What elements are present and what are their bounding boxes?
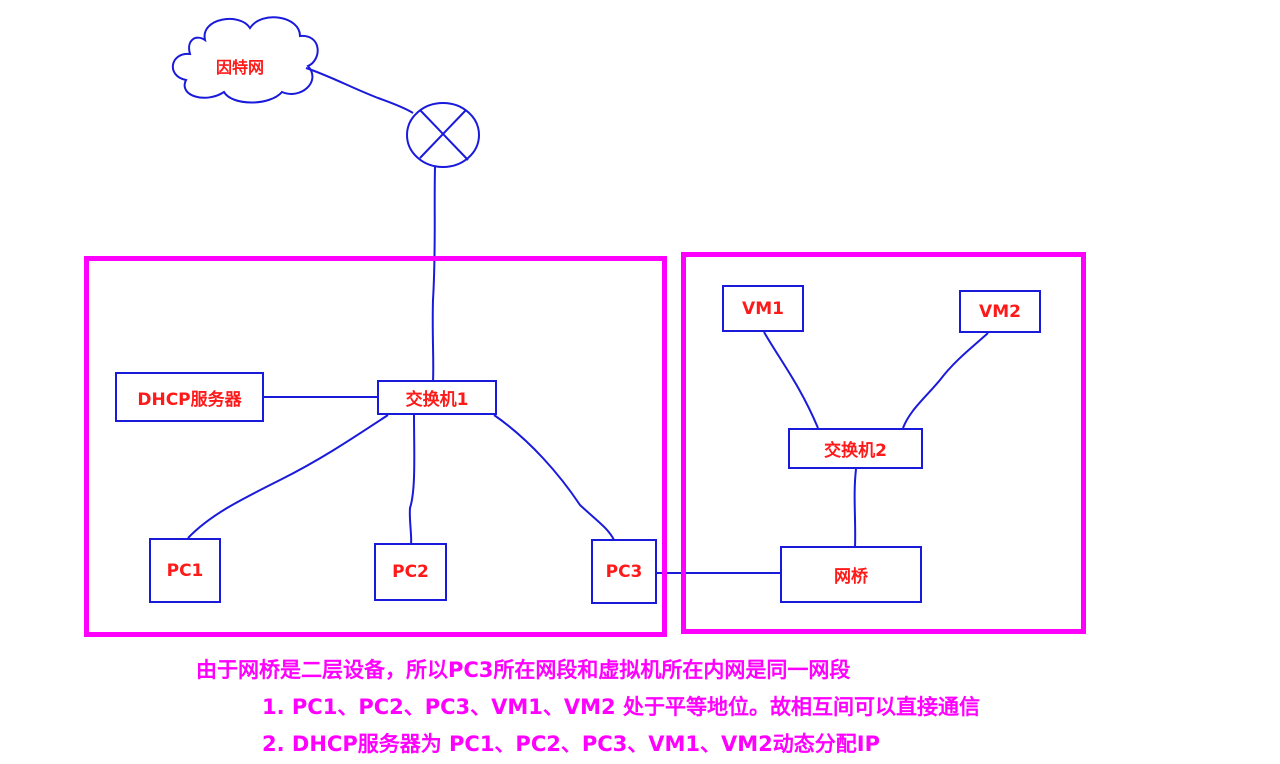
- vm2-box[interactable]: VM2: [959, 290, 1041, 333]
- link-vm1-switch2: [763, 331, 819, 429]
- switch2-box[interactable]: 交换机2: [788, 428, 923, 469]
- link-bridge-switch2: [853, 468, 857, 548]
- lan-group: [84, 256, 667, 637]
- link-cloud-router: [305, 67, 414, 114]
- internet-cloud: [171, 16, 319, 104]
- pc2-box[interactable]: PC2: [374, 543, 447, 601]
- summary-note: 由于网桥是二层设备，所以PC3所在网段和虚拟机所在内网是同一网段: [196, 658, 851, 682]
- vm-network-group: [681, 252, 1086, 634]
- link-router-switch1: [431, 166, 436, 383]
- link-switch1-pc1: [187, 414, 389, 539]
- pc3-box[interactable]: PC3: [591, 539, 657, 604]
- note-point-1: 1. PC1、PC2、PC3、VM1、VM2 处于平等地位。故相互间可以直接通信: [262, 695, 980, 719]
- router-icon: [406, 102, 480, 168]
- internet-label: 因特网: [216, 58, 265, 77]
- pc1-box[interactable]: PC1: [149, 538, 221, 603]
- link-switch1-pc3: [493, 414, 615, 541]
- note-point-2: 2. DHCP服务器为 PC1、PC2、PC3、VM1、VM2动态分配IP: [262, 732, 880, 756]
- bridge-box[interactable]: 网桥: [780, 546, 922, 603]
- switch1-box[interactable]: 交换机1: [377, 380, 497, 415]
- link-vm2-switch2: [902, 332, 989, 429]
- vm1-box[interactable]: VM1: [722, 285, 804, 332]
- link-switch1-pc2: [408, 414, 416, 546]
- dhcp-server-box[interactable]: DHCP服务器: [115, 372, 264, 422]
